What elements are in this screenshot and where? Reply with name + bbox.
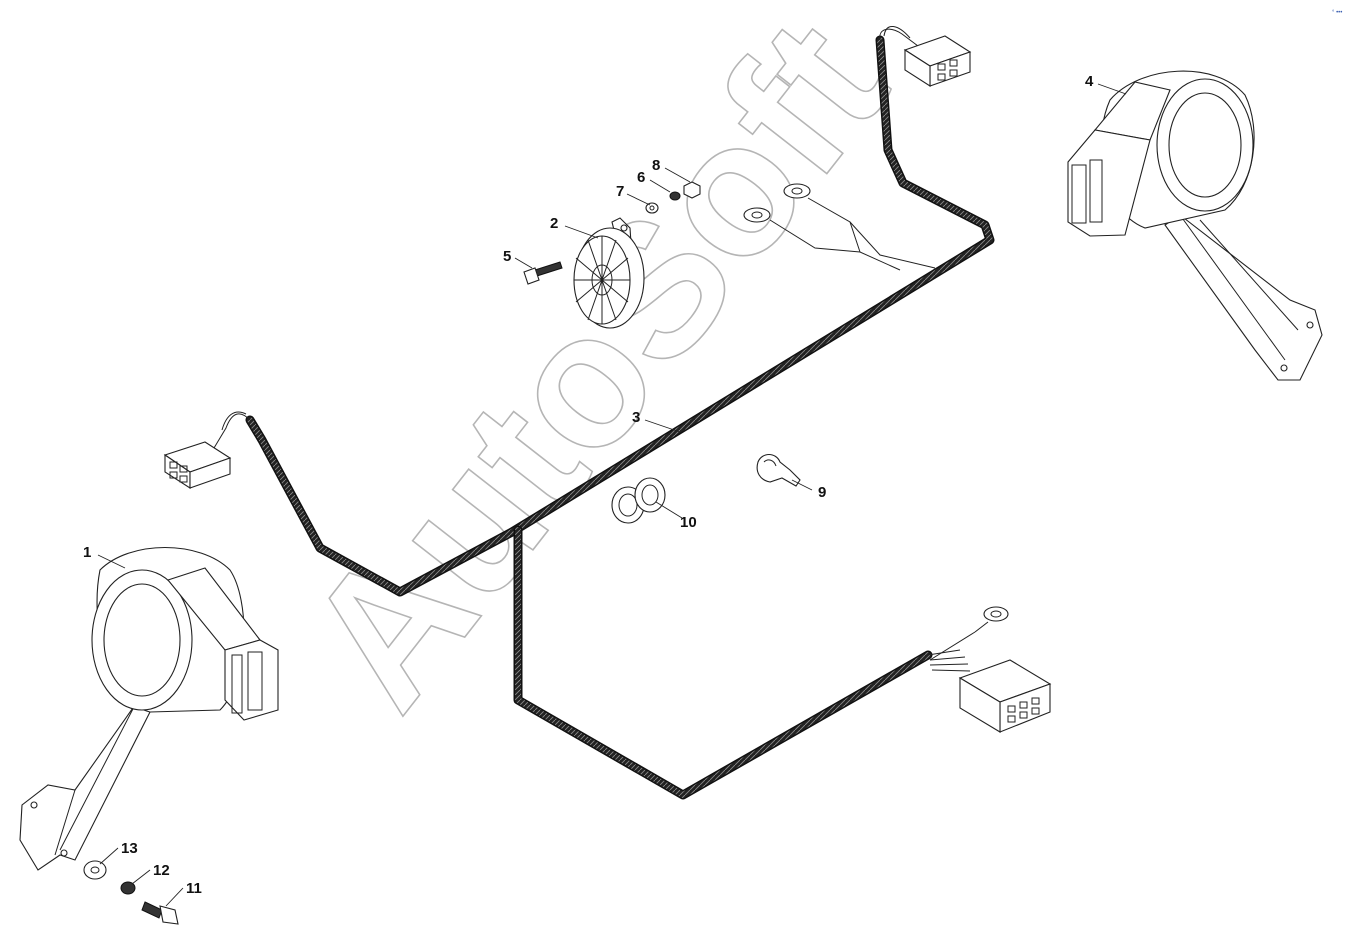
leader-lines: [97, 83, 1127, 907]
bolt: [523, 261, 563, 285]
callout-9: 9: [818, 484, 826, 501]
connector-right: [927, 606, 1052, 733]
connector-top: [879, 26, 972, 88]
callout-7: 7: [616, 183, 624, 200]
callout-12: 12: [153, 862, 170, 879]
callout-labels: 1 2 3 4 5 6 7 8 9 10 11 12 13: [83, 73, 1094, 897]
corner-mark: ° •••: [1332, 10, 1342, 16]
callout-10: 10: [680, 514, 697, 531]
wiring-harness: [163, 26, 1052, 800]
watermark: AutoSoft: [265, 0, 926, 745]
flat-washer-lower: [83, 860, 107, 880]
callout-2: 2: [550, 215, 558, 232]
callout-6: 6: [637, 169, 645, 186]
bolt-lower: [141, 901, 179, 925]
connector-left: [163, 411, 251, 490]
flat-washer: [645, 202, 659, 214]
horn-left: [19, 547, 279, 871]
ring-terminals: [743, 183, 936, 271]
signal-horn: [573, 217, 645, 329]
spring-washer-lower: [120, 881, 136, 895]
grommet: [611, 477, 666, 524]
nut: [683, 181, 701, 199]
horn-right: [1067, 70, 1323, 381]
callout-13: 13: [121, 840, 138, 857]
callout-11: 11: [186, 880, 202, 897]
callout-5: 5: [503, 248, 511, 265]
callout-4: 4: [1085, 73, 1094, 90]
callout-8: 8: [652, 157, 660, 174]
callout-1: 1: [83, 544, 91, 561]
spring-washer: [669, 191, 681, 201]
callout-3: 3: [632, 409, 640, 426]
